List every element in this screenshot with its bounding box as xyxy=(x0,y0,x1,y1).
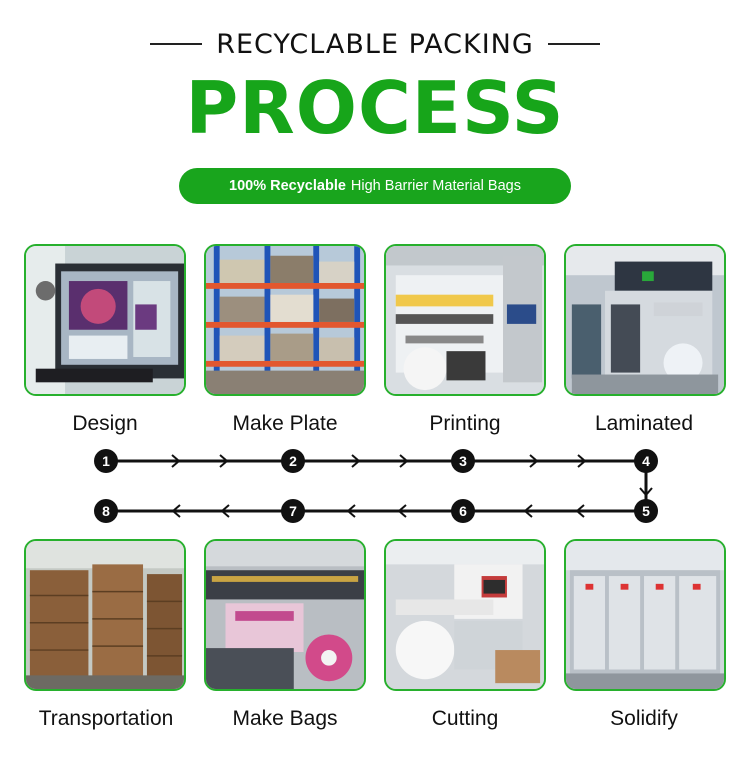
tagline-rest: High Barrier Material Bags xyxy=(350,178,521,194)
step-node-2: 2 xyxy=(281,449,305,473)
make-plate-photo xyxy=(204,244,366,396)
arrow-left-icon xyxy=(171,504,181,518)
arrow-right-icon xyxy=(171,454,181,468)
top-arrows xyxy=(171,454,587,468)
step-label-8: Transportation xyxy=(38,707,174,730)
step-node-1: 1 xyxy=(94,449,118,473)
arrow-right-icon xyxy=(529,454,539,468)
step-node-3: 3 xyxy=(451,449,475,473)
tagline-pill: 100% Recyclable High Barrier Material Ba… xyxy=(179,168,571,204)
arrow-left-icon xyxy=(575,504,585,518)
step-label-6: Cutting xyxy=(431,707,499,730)
arrow-right-icon xyxy=(577,454,587,468)
make-bags-photo xyxy=(204,539,366,691)
arrow-right-icon xyxy=(219,454,229,468)
connector-arrow-icon xyxy=(639,487,653,497)
svg-text:1: 1 xyxy=(102,453,110,469)
arrow-right-icon xyxy=(399,454,409,468)
svg-text:7: 7 xyxy=(289,503,297,519)
transportation-photo xyxy=(24,539,186,691)
svg-text:6: 6 xyxy=(459,503,467,519)
step-label-5: Solidify xyxy=(610,707,678,730)
printing-photo xyxy=(384,244,546,396)
tagline-bold: 100% Recyclable xyxy=(229,178,346,194)
arrow-right-icon xyxy=(351,454,361,468)
step-node-6: 6 xyxy=(451,499,475,523)
step-label-4: Laminated xyxy=(594,412,694,435)
step-node-5: 5 xyxy=(634,499,658,523)
svg-text:5: 5 xyxy=(642,503,650,519)
step-node-4: 4 xyxy=(634,449,658,473)
subtitle: RECYCLABLE PACKING xyxy=(216,28,534,60)
arrow-left-icon xyxy=(523,504,533,518)
step-label-3: Printing xyxy=(429,412,501,435)
svg-text:4: 4 xyxy=(642,453,650,469)
subtitle-rule-right xyxy=(547,43,600,45)
arrow-left-icon xyxy=(346,504,356,518)
step-node-7: 7 xyxy=(281,499,305,523)
arrow-left-icon xyxy=(397,504,407,518)
svg-text:2: 2 xyxy=(289,453,297,469)
subtitle-row: RECYCLABLE PACKING xyxy=(0,26,750,62)
subtitle-rule-left xyxy=(150,43,203,45)
process-timeline: 1 2 3 4 5 6 7 8 xyxy=(94,449,658,523)
arrow-left-icon xyxy=(220,504,230,518)
svg-text:3: 3 xyxy=(459,453,467,469)
cutting-photo xyxy=(384,539,546,691)
svg-text:8: 8 xyxy=(102,503,110,519)
step-label-7: Make Bags xyxy=(232,707,338,730)
step-label-1: Design xyxy=(72,412,138,435)
laminated-photo xyxy=(564,244,726,396)
bottom-arrows xyxy=(171,504,585,518)
step-label-2: Make Plate xyxy=(232,412,338,435)
solidify-photo xyxy=(564,539,726,691)
design-photo xyxy=(24,244,186,396)
page-title: PROCESS xyxy=(185,66,565,150)
step-node-8: 8 xyxy=(94,499,118,523)
